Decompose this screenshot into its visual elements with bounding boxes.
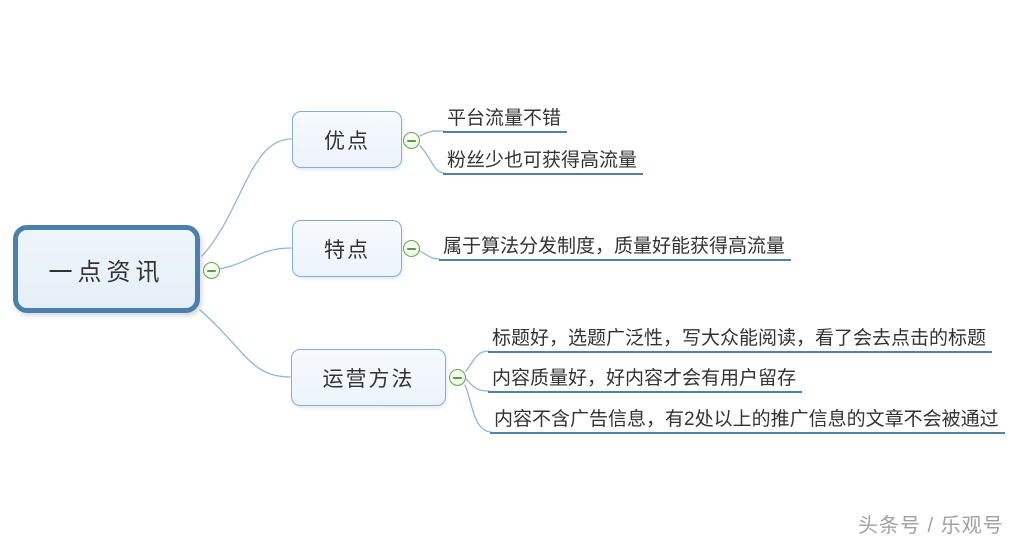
- leaf-node[interactable]: 内容不含广告信息，有2处以上的推广信息的文章不会被通过: [490, 408, 1005, 434]
- leaf-node[interactable]: 平台流量不错: [443, 107, 568, 133]
- leaf-node[interactable]: 属于算法分发制度，质量好能获得高流量: [439, 235, 792, 261]
- edge-operations-leaf2: [465, 378, 490, 392]
- edge-operations-leaf3: [464, 384, 492, 433]
- edge-features-leaf1: [419, 250, 441, 260]
- root-node[interactable]: 一点资讯: [13, 225, 200, 313]
- edge-root-operations: [199, 309, 291, 378]
- minus-glyph: [453, 377, 462, 379]
- edge-advantages-leaf2: [419, 145, 445, 174]
- edge-operations-leaf1: [465, 350, 490, 372]
- branch-node-operations[interactable]: 运营方法: [291, 349, 446, 406]
- minus-glyph: [407, 140, 416, 142]
- branch-node-label: 优点: [324, 129, 370, 153]
- watermark: 头条号 / 乐观号: [858, 515, 1004, 537]
- collapse-icon[interactable]: [203, 262, 220, 279]
- branch-node-label: 特点: [324, 238, 370, 262]
- branch-node-advantages[interactable]: 优点: [292, 111, 402, 168]
- branch-node-label: 运营方法: [322, 367, 415, 391]
- branch-node-features[interactable]: 特点: [292, 220, 402, 277]
- minus-glyph: [407, 248, 416, 250]
- leaf-node[interactable]: 标题好，选题广泛性，写大众能阅读，看了会去点击的标题: [488, 327, 993, 353]
- edge-root-features: [211, 247, 292, 271]
- minus-glyph: [207, 270, 216, 272]
- collapse-icon[interactable]: [403, 240, 420, 257]
- collapse-icon[interactable]: [403, 132, 420, 149]
- edge-advantages-leaf1: [419, 130, 445, 137]
- leaf-node[interactable]: 粉丝少也可获得高流量: [443, 149, 644, 175]
- collapse-icon[interactable]: [449, 369, 466, 386]
- leaf-node[interactable]: 内容质量好，好内容才会有用户留存: [488, 367, 803, 393]
- edge-root-advantages: [201, 138, 292, 257]
- root-node-label: 一点资讯: [48, 258, 165, 286]
